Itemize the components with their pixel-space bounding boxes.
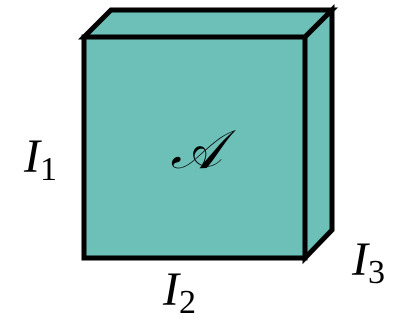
dimension-label-2-sub: 2 <box>179 284 196 321</box>
dimension-label-3-main: I <box>351 233 370 286</box>
cube-top-face <box>77 7 339 40</box>
dimension-label-3-sub: 3 <box>368 254 385 291</box>
dimension-label-2: I2 <box>162 263 196 321</box>
cube-side-face <box>302 3 335 265</box>
cube-front-face <box>81 34 308 261</box>
dimension-label-3: I3 <box>351 233 385 291</box>
dimension-label-1-main: I <box>23 130 42 183</box>
dimension-label-2-main: I <box>162 263 181 316</box>
dimension-label-1: I1 <box>23 130 57 188</box>
dimension-label-1-sub: 1 <box>40 151 57 188</box>
